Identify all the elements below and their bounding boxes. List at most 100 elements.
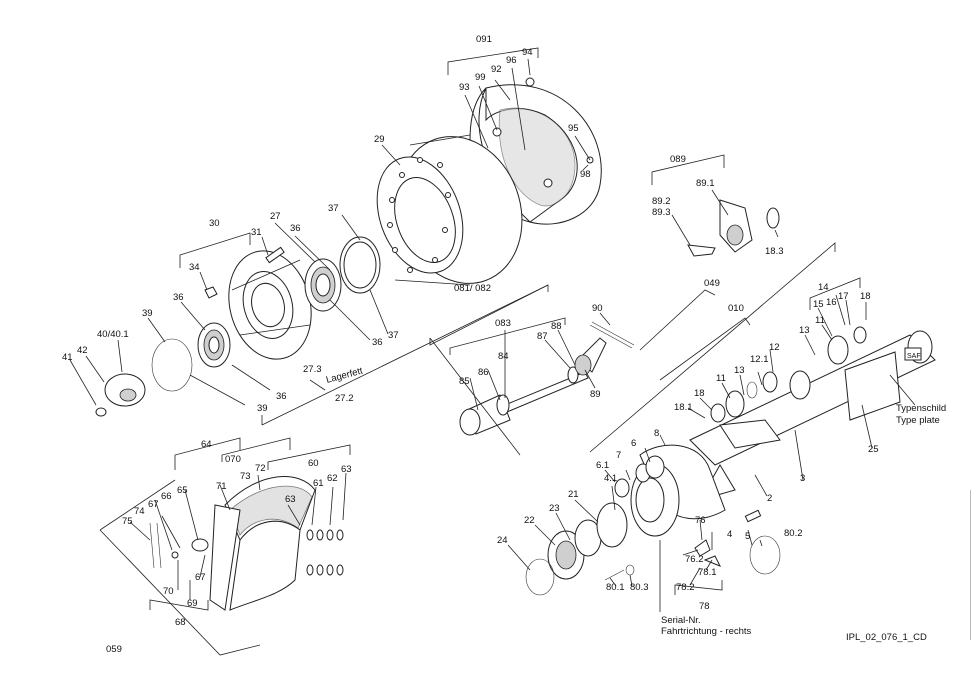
label-90: 90 xyxy=(592,303,603,314)
label-65: 65 xyxy=(177,485,188,496)
label-typenschild: Typenschild xyxy=(896,403,946,414)
label-010: 010 xyxy=(728,303,744,314)
label-27-2: 27.2 xyxy=(335,393,354,404)
label-29: 29 xyxy=(374,134,385,145)
label-63-top: 63 xyxy=(341,464,352,475)
label-12: 12 xyxy=(769,342,780,353)
label-37-right: 37 xyxy=(388,330,399,341)
label-78-2: 78.2 xyxy=(676,582,695,593)
label-7: 7 xyxy=(616,450,621,461)
label-13-right: 13 xyxy=(799,325,810,336)
label-091: 091 xyxy=(476,34,492,45)
label-saf-plate: SAF xyxy=(907,353,921,360)
label-86: 86 xyxy=(478,367,489,378)
label-15: 15 xyxy=(813,299,824,310)
axle-beam-drawing xyxy=(630,326,936,537)
label-12-1: 12.1 xyxy=(750,354,769,365)
label-72: 72 xyxy=(255,463,266,474)
bearings-drawing xyxy=(95,236,381,417)
label-41: 41 xyxy=(62,352,73,363)
label-18-3: 18.3 xyxy=(765,246,784,257)
label-059: 059 xyxy=(106,644,122,655)
leader-lines xyxy=(69,47,916,656)
label-11-right: 11 xyxy=(815,315,825,326)
brake-shoe-drawing xyxy=(149,476,344,611)
label-42: 42 xyxy=(77,345,88,356)
label-74: 74 xyxy=(134,506,145,517)
label-22: 22 xyxy=(524,515,535,526)
label-76: 76 xyxy=(695,515,706,526)
label-67-top: 67 xyxy=(148,499,159,510)
label-84: 84 xyxy=(498,351,509,362)
label-049: 049 xyxy=(704,278,720,289)
label-76-2: 76.2 xyxy=(685,554,704,565)
label-070: 070 xyxy=(225,454,241,465)
label-4-1: 4.1 xyxy=(604,473,617,484)
right-edge-divider xyxy=(970,490,977,640)
label-89-2: 89.2 xyxy=(652,196,671,207)
label-88: 88 xyxy=(551,321,562,332)
label-94: 94 xyxy=(522,47,533,58)
label-39-top: 39 xyxy=(142,308,153,319)
label-68: 68 xyxy=(175,617,186,628)
label-93: 93 xyxy=(459,82,470,93)
slack-adjuster-drawing xyxy=(687,199,780,257)
label-6: 6 xyxy=(631,438,636,449)
label-39-bottom: 39 xyxy=(257,403,268,414)
label-type-plate: Type plate xyxy=(896,415,940,426)
label-21: 21 xyxy=(568,489,579,500)
label-27: 27 xyxy=(270,211,281,222)
label-85: 85 xyxy=(459,376,470,387)
label-16: 16 xyxy=(826,297,837,308)
label-25: 25 xyxy=(868,444,879,455)
label-11-left: 11 xyxy=(716,373,726,384)
label-99: 99 xyxy=(475,72,486,83)
label-62: 62 xyxy=(327,473,338,484)
label-31: 31 xyxy=(251,227,262,238)
brake-drum-drawing xyxy=(376,134,523,286)
label-92: 92 xyxy=(491,64,502,75)
label-6-1: 6.1 xyxy=(596,460,609,471)
label-fahrtrichtung: Fahrtrichtung - rechts xyxy=(661,626,752,637)
label-98: 98 xyxy=(580,169,591,180)
label-73: 73 xyxy=(240,471,251,482)
label-3: 3 xyxy=(800,473,805,484)
label-13-left: 13 xyxy=(734,365,745,376)
seal-rings-drawing xyxy=(525,455,781,596)
label-64: 64 xyxy=(201,439,212,450)
label-2: 2 xyxy=(767,493,772,504)
label-5: 5 xyxy=(745,531,750,542)
label-081-082: 081/ 082 xyxy=(454,283,491,294)
label-083: 083 xyxy=(495,318,511,329)
hub-drawing xyxy=(204,246,312,360)
label-63-mid: 63 xyxy=(285,494,296,505)
label-40-40-1: 40/40.1 xyxy=(97,329,129,340)
label-89-camshaft: 89 xyxy=(590,389,601,400)
label-36-bottom: 36 xyxy=(276,391,287,402)
part-labels: 091 94 96 92 99 93 95 98 29 089 89.1 89.… xyxy=(62,34,946,655)
label-18-right: 18 xyxy=(860,291,871,302)
label-80-1: 80.1 xyxy=(606,582,625,593)
label-37-top: 37 xyxy=(328,203,339,214)
label-089: 089 xyxy=(670,154,686,165)
camshaft-drawing xyxy=(459,321,635,436)
label-69: 69 xyxy=(187,598,198,609)
label-87: 87 xyxy=(537,331,548,342)
label-36-right: 36 xyxy=(372,337,383,348)
label-71: 71 xyxy=(216,481,227,492)
label-67-bottom: 67 xyxy=(195,572,206,583)
label-78-1: 78.1 xyxy=(698,567,717,578)
label-18-1: 18.1 xyxy=(674,402,693,413)
label-80-3: 80.3 xyxy=(630,582,649,593)
label-18-left: 18 xyxy=(694,388,705,399)
label-4: 4 xyxy=(727,529,732,540)
label-serial-nr: Serial-Nr. xyxy=(661,615,701,626)
label-89-3: 89.3 xyxy=(652,207,671,218)
label-30: 30 xyxy=(209,218,220,229)
label-96: 96 xyxy=(506,55,517,66)
label-24: 24 xyxy=(497,535,508,546)
label-36-top: 36 xyxy=(290,223,301,234)
label-17: 17 xyxy=(838,291,849,302)
label-23: 23 xyxy=(549,503,560,514)
